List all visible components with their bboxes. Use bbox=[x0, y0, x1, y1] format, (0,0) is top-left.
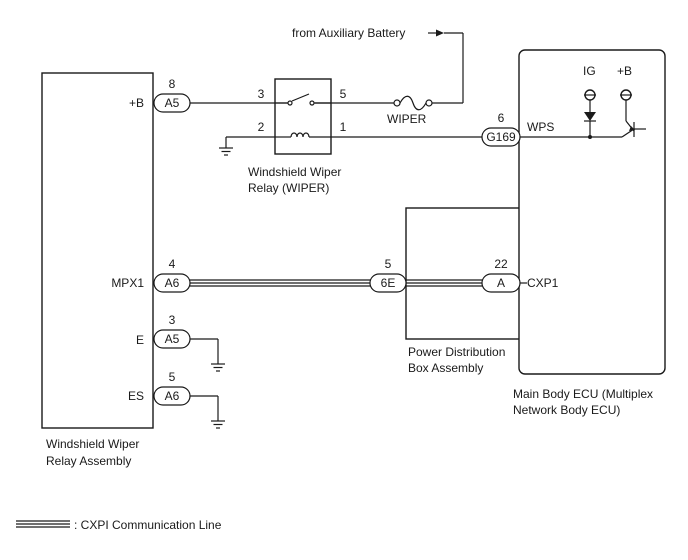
relay-assembly-box bbox=[41, 72, 154, 429]
conn-label-es: A6 bbox=[165, 389, 180, 403]
battery-arrow-head bbox=[436, 29, 444, 37]
pdb-caption-2: Box Assembly bbox=[408, 361, 483, 375]
connector-a-cxp1 bbox=[481, 273, 521, 293]
pin-label-mpx1: MPX1 bbox=[111, 276, 144, 290]
relay-assembly-caption-2: Relay Assembly bbox=[46, 454, 131, 468]
ground-icon-e bbox=[211, 363, 225, 372]
splice-conn-label: 6E bbox=[381, 276, 396, 290]
cxpi-communication-line bbox=[190, 279, 482, 287]
ecu-caption-2: Network Body ECU) bbox=[513, 403, 620, 417]
pin-label-e: E bbox=[136, 333, 144, 347]
relay-switch-icon bbox=[275, 93, 331, 106]
aux-battery-label: from Auxiliary Battery bbox=[292, 26, 405, 40]
wps-pin-num: 6 bbox=[498, 111, 505, 125]
relay-pin-2: 2 bbox=[258, 120, 265, 134]
relay-pin-5: 5 bbox=[340, 87, 347, 101]
legend-label: : CXPI Communication Line bbox=[74, 518, 222, 532]
ig-label: IG bbox=[583, 64, 596, 78]
relay-pin-1: 1 bbox=[340, 120, 347, 134]
ground-icon-relay bbox=[219, 147, 233, 156]
ground-icon-es bbox=[211, 420, 225, 429]
wiper-relay-caption-1: Windshield Wiper bbox=[248, 165, 341, 179]
pdb-caption-1: Power Distribution bbox=[408, 345, 505, 359]
connector-a5-plus-b bbox=[153, 93, 191, 113]
conn-label-plus-b: A5 bbox=[165, 96, 180, 110]
connector-g169-wps bbox=[481, 127, 521, 147]
main-body-ecu-box bbox=[518, 49, 666, 375]
cxp1-label: CXP1 bbox=[527, 276, 559, 290]
transistor-icon bbox=[590, 120, 646, 138]
wiper-fuse-icon bbox=[393, 95, 433, 111]
conn-label-mpx1: A6 bbox=[165, 276, 180, 290]
connector-6e-splice bbox=[369, 273, 407, 293]
connector-a6-mpx1 bbox=[153, 273, 191, 293]
wps-conn-label: G169 bbox=[486, 130, 516, 144]
pin-label-plus-b: +B bbox=[129, 96, 144, 110]
connector-a6-es bbox=[153, 386, 191, 406]
ecu-plus-b-label: +B bbox=[617, 64, 632, 78]
legend-cxpi-symbol bbox=[16, 520, 70, 528]
pin-num-mpx1: 4 bbox=[169, 257, 176, 271]
wps-label: WPS bbox=[527, 120, 554, 134]
diode-icon bbox=[584, 112, 596, 139]
ecu-caption-1: Main Body ECU (Multiplex bbox=[513, 387, 653, 401]
pin-label-es: ES bbox=[128, 389, 144, 403]
plus-b-terminal-icon bbox=[620, 89, 632, 121]
pin-num-es: 5 bbox=[169, 370, 176, 384]
cxp1-pin-num: 22 bbox=[494, 257, 508, 271]
wiper-relay-caption-2: Relay (WIPER) bbox=[248, 181, 329, 195]
conn-label-e: A5 bbox=[165, 332, 180, 346]
wiper-relay-box bbox=[274, 78, 332, 155]
relay-coil-icon bbox=[275, 132, 331, 138]
relay-assembly-caption-1: Windshield Wiper bbox=[46, 437, 139, 451]
pin-num-plus-b: 8 bbox=[169, 77, 176, 91]
relay-pin-3: 3 bbox=[258, 87, 265, 101]
connector-a5-e bbox=[153, 329, 191, 349]
cxp1-conn-label: A bbox=[497, 276, 505, 290]
ig-terminal-icon bbox=[584, 89, 596, 112]
splice-num: 5 bbox=[385, 257, 392, 271]
pin-num-e: 3 bbox=[169, 313, 176, 327]
fuse-label: WIPER bbox=[387, 112, 427, 126]
